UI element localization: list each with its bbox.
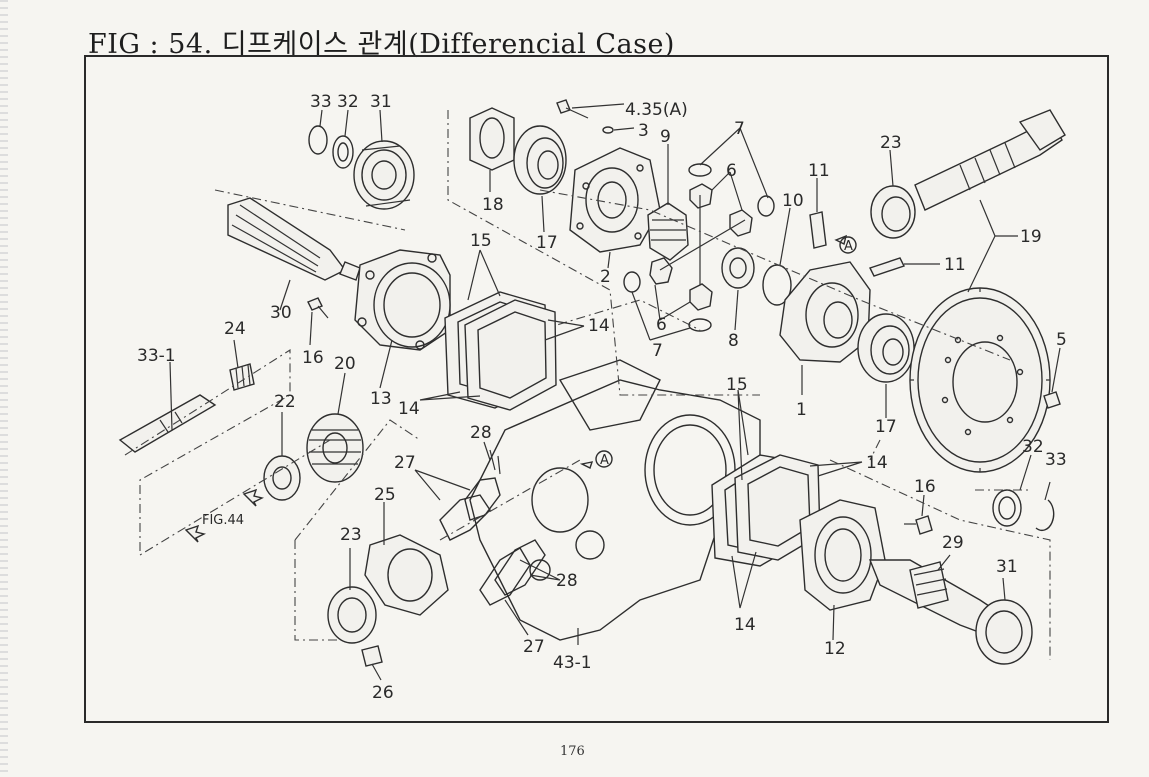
pins-11 [809, 211, 905, 277]
callout-14-left: 14 [398, 399, 420, 419]
callout-6-bottom: 6 [656, 315, 667, 335]
bolt-26 [361, 645, 383, 667]
cover-plate-2 [569, 147, 661, 253]
callout-1: 1 [796, 400, 807, 420]
bolt-4-35 [556, 99, 614, 134]
callout-8: 8 [728, 331, 739, 351]
bearing-housing-13 [354, 249, 451, 351]
gaskets-14-left [444, 291, 557, 411]
callout-30: 30 [270, 303, 292, 323]
callout-11-right: 11 [944, 255, 966, 275]
bearing-group-top-left [308, 125, 415, 210]
callout-4-35a: 4.35(A) [625, 100, 688, 120]
callout-33-1: 33-1 [137, 346, 176, 366]
callout-2: 2 [600, 267, 611, 287]
callout-32: 32 [337, 92, 359, 112]
callout-33: 33 [310, 92, 332, 112]
center-lines [124, 110, 1051, 660]
bearing-23-lower [327, 586, 377, 644]
callout-7-top: 7 [734, 119, 745, 139]
gaskets-14-right [711, 454, 821, 567]
bearing-18 [469, 107, 515, 171]
mark-a-circle-upper [839, 236, 857, 254]
callout-6-top: 6 [726, 161, 737, 181]
callout-17-top: 17 [536, 233, 558, 253]
differential-case-1 [779, 261, 871, 363]
callout-15-right: 15 [726, 375, 748, 395]
callout-18: 18 [482, 195, 504, 215]
callout-28-top: 28 [470, 423, 492, 443]
callout-23-lower: 23 [340, 525, 362, 545]
shaft-33-1 [118, 394, 217, 453]
callout-19: 19 [1020, 227, 1042, 247]
callout-3: 3 [638, 121, 649, 141]
callout-32-right: 32 [1022, 437, 1044, 457]
callout-31-right: 31 [996, 557, 1018, 577]
callout-17-right: 17 [875, 417, 897, 437]
pinion-shaft-19 [914, 109, 1066, 211]
bolt-5 [1043, 391, 1061, 409]
splined-shaft-30 [227, 197, 361, 281]
callout-14-a: 14 [588, 316, 610, 336]
callout-12: 12 [824, 639, 846, 659]
callout-16-right: 16 [914, 477, 936, 497]
callout-20: 20 [334, 354, 356, 374]
leader-lines [169, 103, 1061, 681]
bearing-23-upper [870, 185, 916, 239]
needle-bearing-24 [229, 363, 255, 391]
mark-a-lower: A [600, 453, 609, 468]
page-number: 176 [560, 744, 585, 759]
bearing-17-upper [513, 125, 567, 195]
oil-seal-22 [263, 455, 301, 501]
callout-23-top: 23 [880, 133, 902, 153]
callout-9: 9 [660, 127, 671, 147]
callout-29: 29 [942, 533, 964, 553]
shims-27-28-lower [479, 539, 546, 606]
callout-7-bottom: 7 [652, 341, 663, 361]
callout-labels: 33 32 31 4.35(A) 3 7 9 6 11 10 23 19 11 … [137, 92, 1067, 703]
binding-margin [0, 0, 8, 777]
bolt-16-right [904, 515, 933, 535]
callout-33-right: 33 [1045, 450, 1067, 470]
callout-28-bottom: 28 [556, 571, 578, 591]
callout-24: 24 [224, 319, 246, 339]
callout-16-left: 16 [302, 348, 324, 368]
callout-22: 22 [274, 392, 296, 412]
bearing-31-right [975, 599, 1033, 665]
rings-32-33-right [992, 489, 1055, 532]
output-shaft-29 [868, 559, 1011, 641]
callout-43-1: 43-1 [553, 653, 592, 673]
side-cover-12 [799, 499, 886, 611]
bearing-17-right [857, 313, 915, 383]
callout-14-right: 14 [866, 453, 888, 473]
page-title: FIG : 54. 디프케이스 관계(Differencial Case) [88, 29, 675, 60]
callout-25: 25 [374, 485, 396, 505]
mark-a-upper: A [844, 239, 853, 254]
callout-10: 10 [782, 191, 804, 211]
callout-14-bottom: 14 [734, 615, 756, 635]
differential-pinions [623, 163, 775, 332]
callout-15-top: 15 [470, 231, 492, 251]
callout-27-bottom: 27 [523, 637, 545, 657]
callout-26: 26 [372, 683, 394, 703]
bolt-16-left [307, 297, 329, 319]
shims-27-28-upper [439, 449, 501, 541]
callout-fig44: FIG.44 [202, 513, 244, 528]
gear-20 [306, 413, 364, 483]
bearing-holder-25 [364, 534, 449, 616]
callout-11-top: 11 [808, 161, 830, 181]
callout-13: 13 [370, 389, 392, 409]
diagram-frame [84, 55, 1109, 723]
mark-a-circle-lower [595, 450, 613, 468]
callout-31: 31 [370, 92, 392, 112]
callout-27-top: 27 [394, 453, 416, 473]
bevel-gear-9 [647, 202, 689, 261]
callout-5: 5 [1056, 330, 1067, 350]
